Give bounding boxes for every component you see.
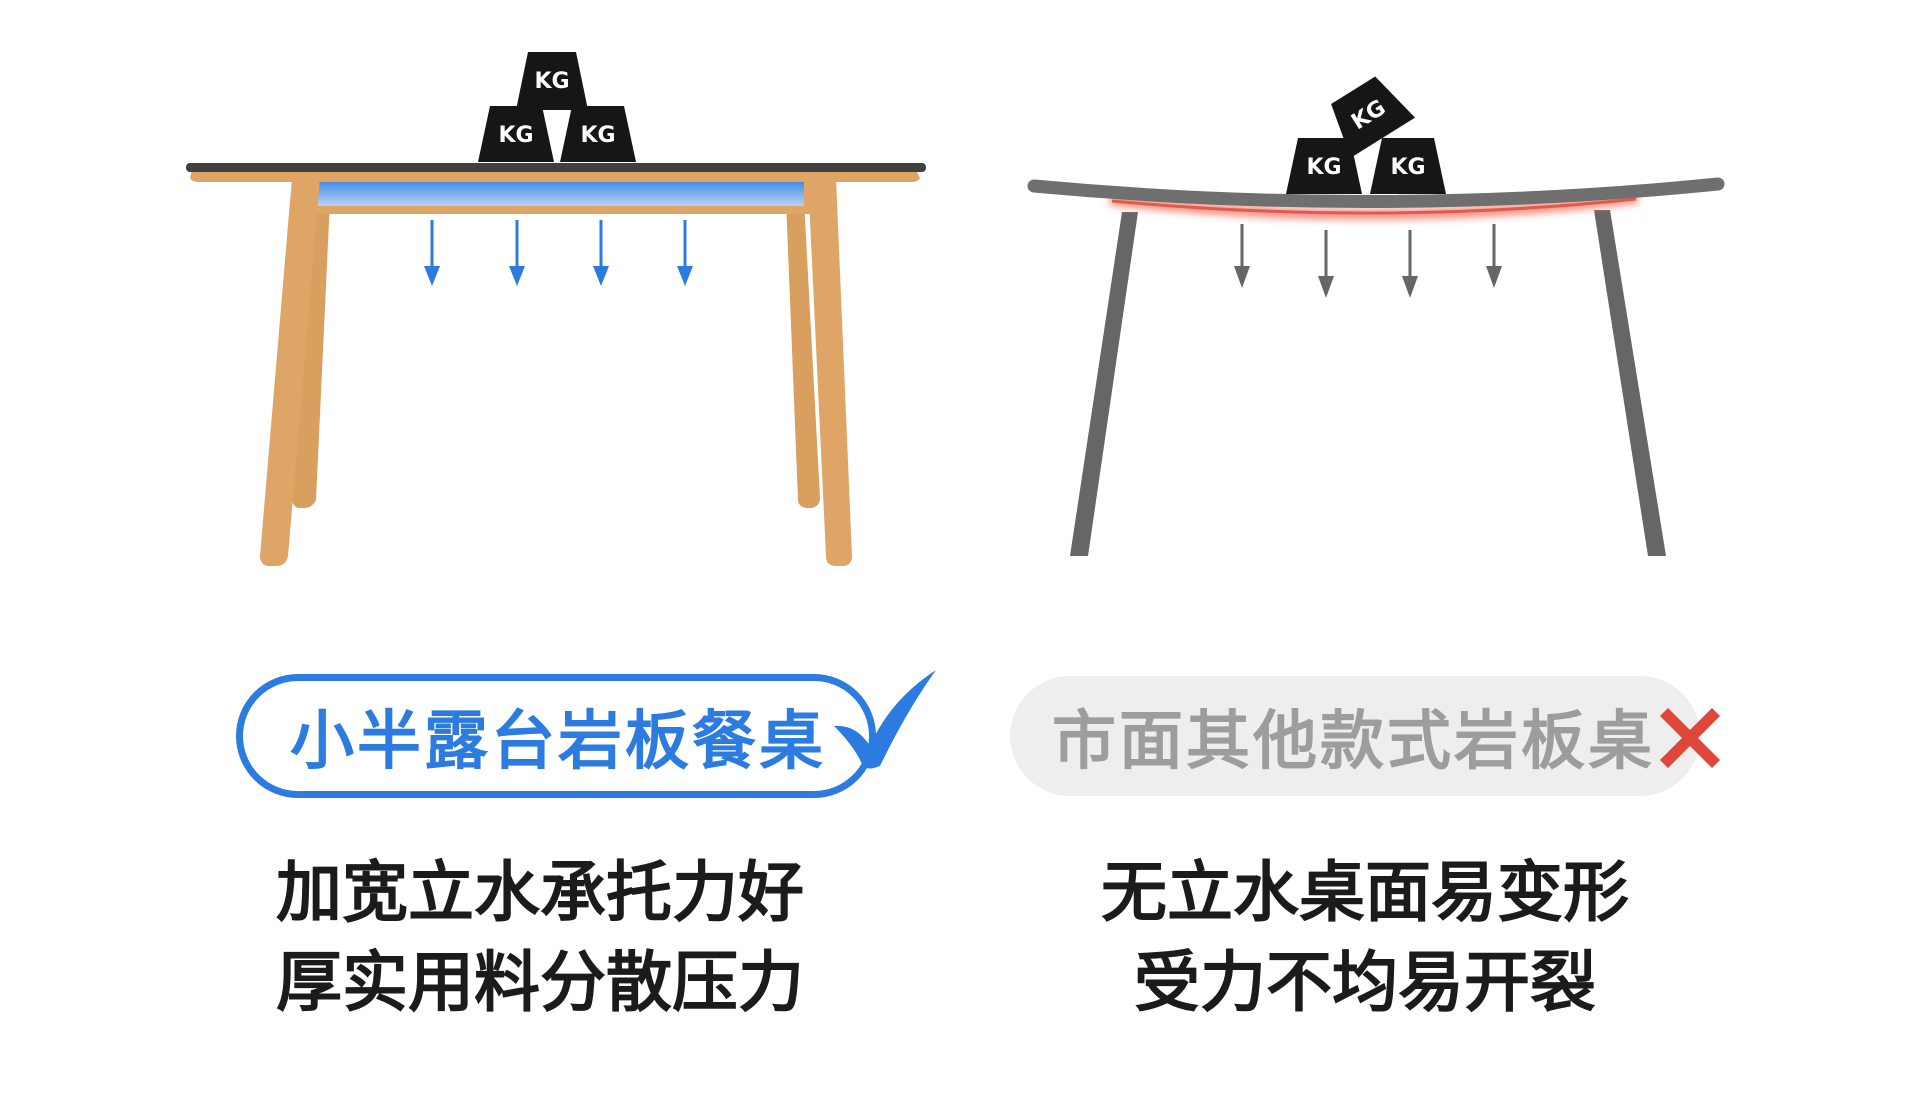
- weight-block: KG: [478, 106, 554, 162]
- description-bad: 无立水桌面易变形 受力不均易开裂: [1035, 848, 1695, 1028]
- table-leg-back-left: [292, 200, 330, 508]
- table-leg-back-right: [786, 200, 820, 508]
- weight-stack-right: KG KG KG: [1286, 76, 1446, 194]
- bending-table-illustration: KG KG KG: [1027, 76, 1725, 556]
- table-leg-left: [1070, 212, 1138, 556]
- description-line: 受力不均易开裂: [1134, 944, 1596, 1021]
- competitor-title: 市面其他款式岩板桌: [1052, 705, 1655, 779]
- description-good: 加宽立水承托力好 厚实用料分散压力: [210, 848, 870, 1028]
- force-arrows-grey: [1234, 224, 1502, 298]
- product-tag-good: 小半露台岩板餐桌: [236, 674, 876, 798]
- description-line: 厚实用料分散压力: [276, 944, 804, 1021]
- svg-text:KG: KG: [534, 69, 569, 94]
- table-top-slab: [186, 163, 926, 172]
- check-icon: [834, 670, 936, 769]
- svg-text:KG: KG: [1390, 155, 1425, 180]
- table-leg-front-left: [260, 178, 320, 566]
- table-leg-front-right: [808, 178, 852, 566]
- description-line: 无立水桌面易变形: [1101, 854, 1629, 931]
- table-leg-right: [1594, 210, 1666, 556]
- product-title: 小半露台岩板餐桌: [290, 705, 826, 779]
- force-arrows-blue: [424, 220, 693, 286]
- product-tag-bad: 市面其他款式岩板桌: [1010, 676, 1700, 796]
- svg-text:KG: KG: [498, 123, 533, 148]
- table-top-edge: [190, 170, 920, 182]
- svg-text:KG: KG: [580, 123, 615, 148]
- weight-block: KG: [1286, 138, 1362, 194]
- wooden-table-illustration: KG KG KG: [186, 52, 926, 566]
- description-line: 加宽立水承托力好: [276, 854, 804, 931]
- bent-table-top: [1027, 177, 1725, 209]
- weight-block: KG: [560, 106, 636, 162]
- weight-block: KG: [516, 52, 588, 110]
- weight-block: KG: [1370, 138, 1446, 194]
- cross-icon: [1660, 708, 1720, 768]
- svg-text:KG: KG: [1306, 155, 1341, 180]
- weight-stack-left: KG KG KG: [478, 52, 636, 162]
- weight-block-tilted: KG: [1331, 76, 1416, 158]
- apron-stress-highlight: [308, 180, 804, 206]
